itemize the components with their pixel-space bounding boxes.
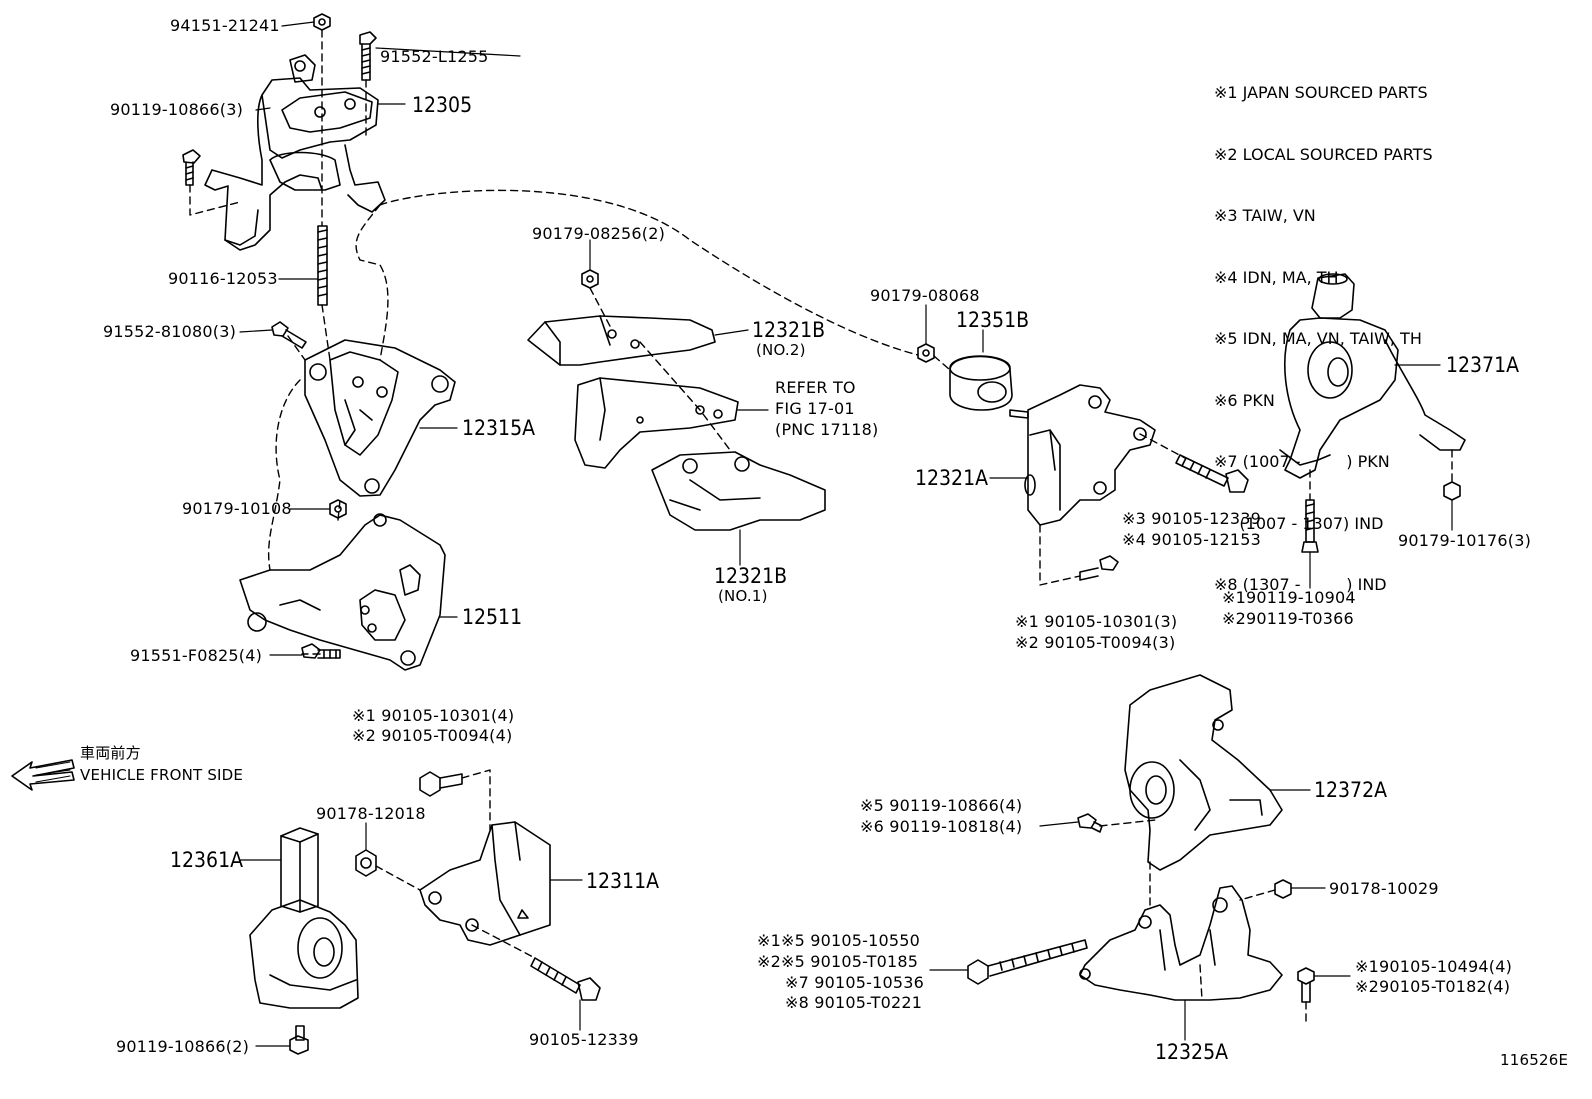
note-line: ※1 JAPAN SOURCED PARTS (1214, 83, 1428, 102)
bolt-90105-12339-b (530, 957, 601, 1001)
part-label-90105-T0094-4[interactable]: ※2 90105-T0094(4) (352, 726, 513, 745)
stud-90116 (317, 225, 328, 306)
bolt-90119-10866-b (1077, 813, 1103, 833)
part-label-12351B[interactable]: 12351B (956, 308, 1030, 332)
part-label-90116-12053[interactable]: 90116-12053 (168, 269, 278, 288)
nut-90178-10029 (1274, 879, 1292, 899)
part-label-90105-T0094-3[interactable]: ※2 90105-T0094(3) (1015, 633, 1176, 652)
nut-90178-12018 (355, 849, 377, 877)
front-label-en: VEHICLE FRONT SIDE (80, 766, 244, 784)
part-label-90119-10866-2[interactable]: 90119-10866(2) (116, 1037, 250, 1056)
part-label-90105-12153-var4[interactable]: ※4 90105-12153 (1122, 530, 1262, 549)
bolt-91551-F0825 (301, 643, 341, 659)
bolt-90105-10494 (1297, 967, 1315, 1003)
leader-lines (239, 21, 1453, 1047)
bracket-12325A (1079, 885, 1283, 1001)
bushing-12351B (949, 355, 1013, 411)
part-label-12321B-no1[interactable]: 12321B (714, 564, 788, 588)
bracket-12511 (239, 513, 446, 671)
part-label-90119-10818-var6[interactable]: ※6 90119-10818(4) (860, 817, 1023, 836)
part-label-90105-10494[interactable]: ※190105-10494(4) (1355, 957, 1513, 976)
note-line: ※4 IDN, MA, TH (1214, 267, 1339, 287)
nut-94151 (313, 13, 331, 31)
part-label-94151-21241[interactable]: 94151-21241 (170, 16, 280, 35)
part-label-90105-10301-3[interactable]: ※1 90105-10301(3) (1015, 612, 1178, 631)
part-label-90119-10866-3[interactable]: 90119-10866(3) (110, 100, 244, 119)
nut-90179-10176 (1443, 481, 1461, 501)
part-label-90105-10536[interactable]: ※7 90105-10536 (785, 973, 925, 992)
part-label-90179-08256[interactable]: 90179-08256(2) (532, 224, 666, 243)
part-label-90105-12339[interactable]: 90105-12339 (529, 1030, 639, 1049)
note-line: ※8 (1307 - ) IND (1214, 575, 1387, 594)
note-line: (1007 - 1307) IND (1214, 513, 1384, 533)
part-label-12325A[interactable]: 12325A (1155, 1040, 1229, 1064)
bracket-17118 (574, 377, 739, 469)
part-label-90119-T0366[interactable]: ※290119-T0366 (1222, 609, 1354, 628)
part-label-12372A[interactable]: 12372A (1314, 778, 1388, 802)
figure-number: 116526E (1500, 1051, 1569, 1069)
note-line: ※7 (1007 - ) PKN (1214, 452, 1390, 471)
bracket-12311A (419, 821, 551, 946)
part-label-90105-T0182[interactable]: ※290105-T0182(4) (1355, 977, 1511, 996)
bracket-12321B-no1 (651, 451, 826, 531)
nut-90179-10108 (329, 499, 347, 519)
refer-line-pnc: (PNC 17118) (775, 420, 879, 439)
part-label-90178-10029[interactable]: 90178-10029 (1329, 879, 1439, 898)
bolt-90105-10550 (967, 939, 1088, 985)
bolt-90105-12339-a (1175, 454, 1249, 493)
dashed-leaders (189, 29, 1453, 1026)
mount-12372A (1124, 674, 1283, 871)
part-label-91552-L1255[interactable]: 91552-L1255 (380, 47, 489, 66)
note-line: ※6 PKN (1214, 390, 1275, 410)
part-label-12305[interactable]: 12305 (412, 93, 473, 117)
part-label-12361A[interactable]: 12361A (170, 848, 244, 872)
bolt-91552-L1255 (359, 31, 377, 81)
bolt-90119-10866 (182, 149, 201, 186)
part-label-90105-T0185[interactable]: ※2※5 90105-T0185 (757, 952, 919, 971)
part-label-91551-F0825[interactable]: 91551-F0825(4) (130, 646, 263, 665)
part-label-90105-T0221[interactable]: ※8 90105-T0221 (785, 993, 923, 1012)
part-label-12315A[interactable]: 12315A (462, 416, 536, 440)
part-label-12311A[interactable]: 12311A (586, 869, 660, 893)
engine-mount-12305 (204, 54, 386, 251)
part-label-90179-10108[interactable]: 90179-10108 (182, 499, 292, 518)
part-label-90105-10301-4[interactable]: ※1 90105-10301(4) (352, 706, 515, 725)
part-label-91552-81080[interactable]: 91552-81080(3) (103, 322, 237, 341)
bolt-90105-10301-b (419, 771, 463, 797)
part-sublabel-no2: (NO.2) (756, 341, 806, 359)
front-arrow-icon (11, 759, 75, 791)
part-label-90179-08068[interactable]: 90179-08068 (870, 286, 980, 305)
part-label-90119-10866-var5[interactable]: ※5 90119-10866(4) (860, 796, 1023, 815)
part-label-90178-12018[interactable]: 90178-12018 (316, 804, 426, 823)
nut-90179-08256 (581, 269, 599, 289)
part-label-12511[interactable]: 12511 (462, 605, 523, 629)
note-line: ※2 LOCAL SOURCED PARTS (1214, 144, 1433, 164)
part-label-12371A[interactable]: 12371A (1446, 353, 1520, 377)
refer-link-fig[interactable]: FIG 17-01 (775, 399, 855, 418)
part-label-90119-10904[interactable]: ※190119-10904 (1222, 588, 1356, 607)
nut-90179-08068 (917, 343, 935, 363)
part-label-12321A[interactable]: 12321A (915, 466, 989, 490)
stud-90119-10904 (1301, 499, 1319, 553)
mount-12361A (249, 827, 359, 1009)
region-notes: ※1 JAPAN SOURCED PARTS ※2 LOCAL SOURCED … (1214, 42, 1433, 616)
part-label-12321B-no2[interactable]: 12321B (752, 318, 826, 342)
note-line: ※3 TAIW, VN (1214, 206, 1316, 225)
mount-12371A (1279, 273, 1466, 479)
bolt-90105-10301-a (1079, 555, 1119, 581)
bracket-12315A (304, 339, 456, 497)
refer-line-1: REFER TO (775, 378, 856, 397)
bolt-90119-10866-c (289, 1025, 309, 1055)
bolt-91552-81080 (271, 321, 307, 349)
bracket-12321B-no2 (527, 315, 716, 366)
bracket-12321A (1009, 384, 1156, 526)
part-label-90105-12339-var3[interactable]: ※3 90105-12339 (1122, 509, 1262, 528)
front-label-jp: 車両前方 (80, 744, 141, 762)
part-sublabel-no1: (NO.1) (718, 587, 768, 605)
note-line: ※5 IDN, MA, VN, TAIW, TH (1214, 329, 1422, 348)
part-label-90105-10550[interactable]: ※1※5 90105-10550 (757, 931, 921, 950)
part-label-90179-10176[interactable]: 90179-10176(3) (1398, 531, 1532, 550)
